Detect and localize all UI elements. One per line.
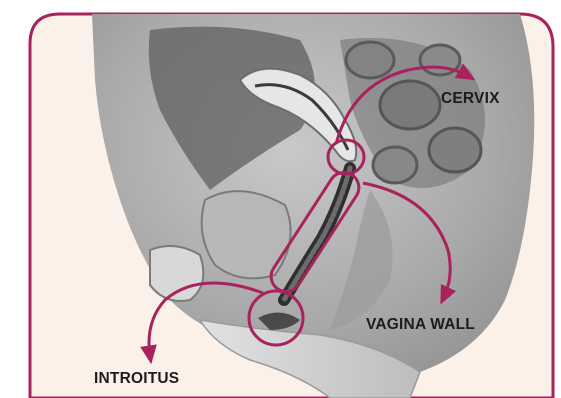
introitus-label: INTROITUS — [94, 370, 179, 388]
vagina-wall-label: VAGINA WALL — [366, 316, 475, 334]
cervix-label: CERVIX — [441, 90, 500, 108]
